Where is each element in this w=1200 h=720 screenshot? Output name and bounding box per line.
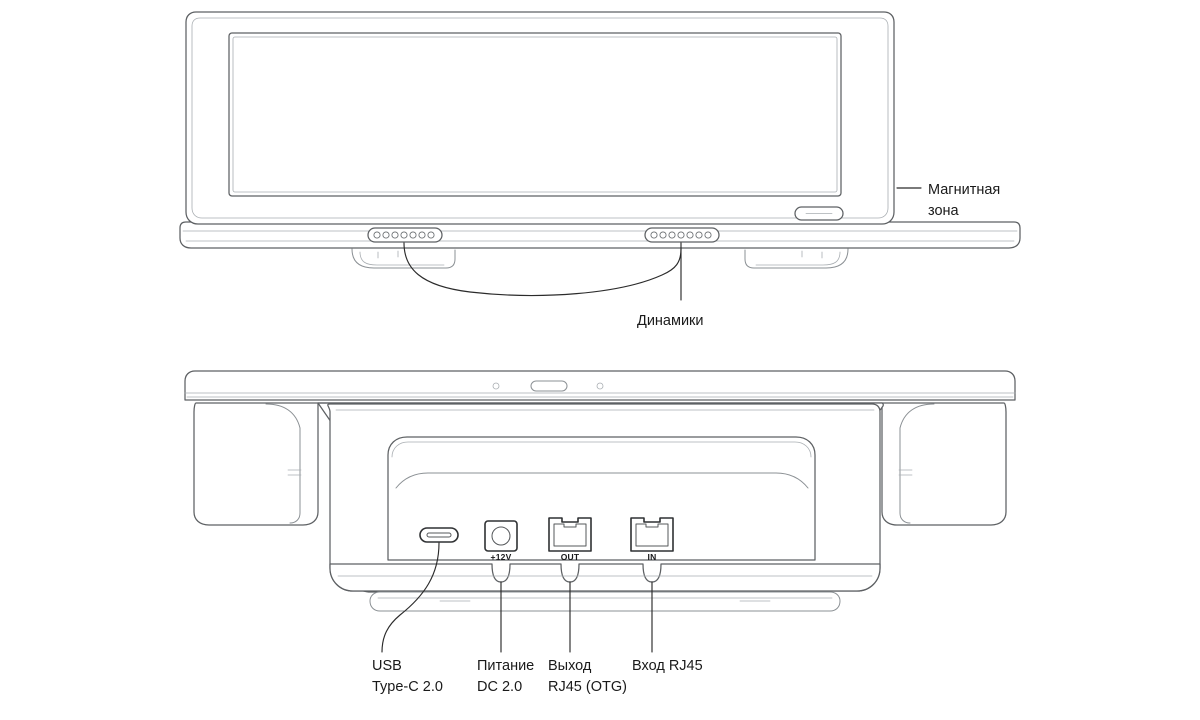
- port-usb-type-c: [419, 527, 459, 543]
- callout-usb-type-c: USB Type-C 2.0: [372, 656, 443, 698]
- callout-power-dc: Питание DC 2.0: [477, 656, 534, 698]
- callout-magnetic-zone: Магнитная зона: [928, 180, 1000, 222]
- leader-speakers: [403, 242, 682, 301]
- front-bezel: [185, 11, 895, 225]
- callout-usb-type-c-line2: Type-C 2.0: [372, 679, 443, 696]
- port-power-dc: +12V: [484, 520, 518, 562]
- magnetic-zone-indicator: [794, 206, 844, 221]
- port-rj45-in: IN: [630, 517, 674, 562]
- rear-base-lip: [329, 563, 881, 592]
- port-power-micro-label: +12V: [491, 552, 512, 562]
- rear-foot-plate: [369, 591, 841, 612]
- callout-magnetic-zone-line2: зона: [928, 203, 959, 220]
- callout-rj45-out: Выход RJ45 (OTG): [548, 656, 627, 698]
- port-rj45-out: OUT: [548, 517, 592, 562]
- rear-side-panel-left: [193, 402, 319, 526]
- callout-power-dc-line2: DC 2.0: [477, 679, 523, 696]
- callout-rj45-in-line1: Вход RJ45: [632, 658, 703, 674]
- port-rj45-out-micro-label: OUT: [561, 552, 580, 562]
- speaker-grille-right: [644, 227, 720, 243]
- front-stand-feet: [351, 248, 849, 269]
- speaker-grille-right-dots: [650, 231, 712, 239]
- rear-view: +12V OUT IN: [184, 370, 1016, 653]
- speaker-grille-left-dots: [373, 231, 435, 239]
- callout-rj45-out-line1: Выход: [548, 658, 592, 674]
- speaker-grille-left: [367, 227, 443, 243]
- leader-usb-type-c: [381, 542, 440, 653]
- callout-usb-type-c-line1: USB: [372, 658, 402, 674]
- rear-side-panel-right: [881, 402, 1007, 526]
- rear-top-bar: [184, 370, 1016, 401]
- front-lower-chassis: [179, 221, 1021, 249]
- callout-power-dc-line1: Питание: [477, 658, 535, 674]
- port-rj45-in-micro-label: IN: [648, 552, 657, 562]
- callout-speakers: Динамики: [637, 311, 704, 332]
- front-view: [179, 11, 1021, 301]
- callout-speakers-line1: Динамики: [637, 313, 704, 329]
- callout-rj45-in: Вход RJ45: [632, 656, 703, 677]
- callout-rj45-out-line2: RJ45 (OTG): [548, 679, 627, 696]
- callout-magnetic-zone-line1: Магнитная: [928, 182, 1001, 198]
